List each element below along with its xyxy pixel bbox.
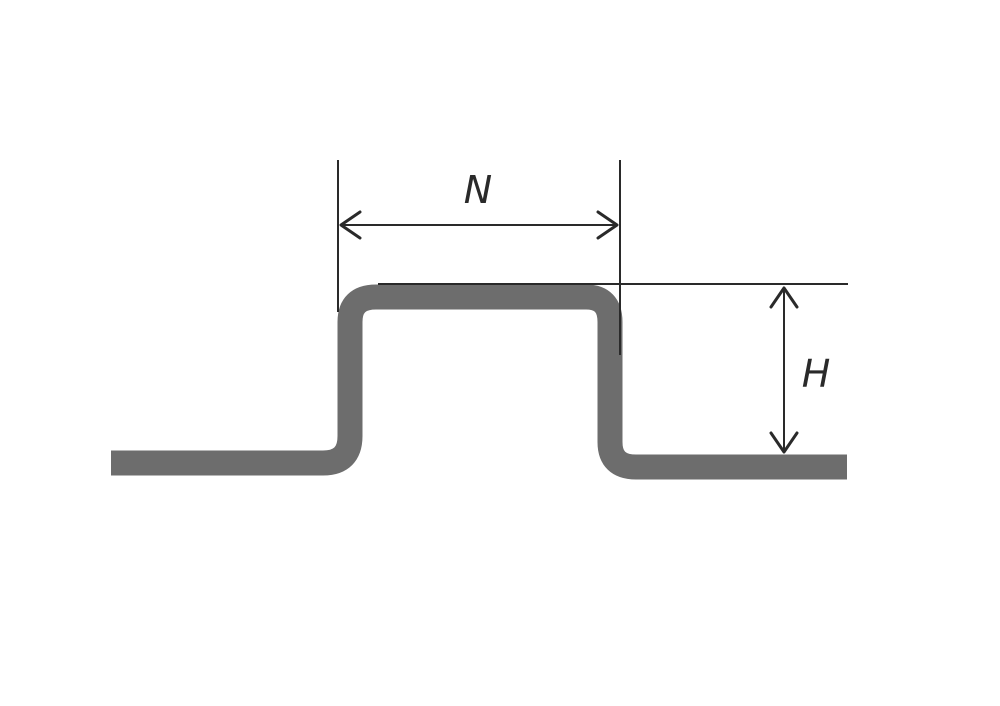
width-arrow-right-icon (596, 210, 619, 240)
height-arrow-bottom-icon (769, 431, 799, 454)
width-arrow-left-icon (339, 210, 362, 240)
width-label: N (464, 168, 492, 212)
height-label: H (802, 352, 831, 396)
height-arrow-top-icon (769, 286, 799, 309)
sheet-profile (111, 284, 847, 480)
